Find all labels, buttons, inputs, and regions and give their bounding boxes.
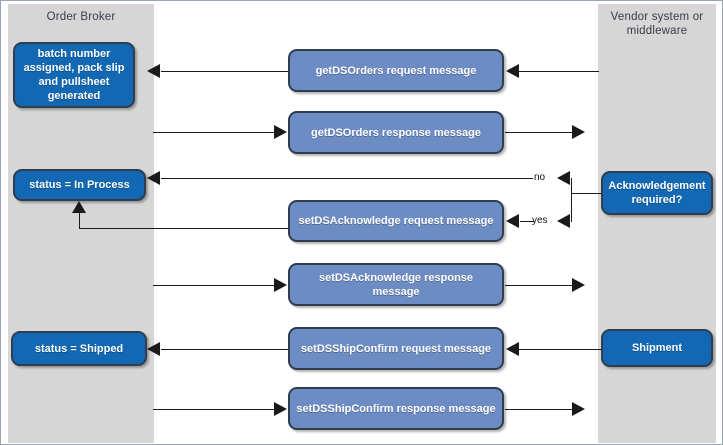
node-getdsorders-request: getDSOrders request message (288, 49, 504, 92)
connector-ack-to-status-vertical (79, 213, 80, 229)
node-acknowledgement-required: Acknowledgement required? (601, 171, 713, 215)
arrowhead-row5-into-broker (147, 342, 160, 356)
connector-row4-right (505, 285, 573, 286)
node-setdsshipconfirm-response: setDSShipConfirm response message (288, 387, 504, 430)
swimlane-vendor-system: Vendor system or middleware (598, 4, 716, 443)
connector-row5-left (161, 349, 288, 350)
arrowhead-ack-into-status (72, 201, 86, 213)
arrowhead-row4-into-message (274, 278, 287, 292)
connector-branch-yes (520, 221, 534, 222)
connector-row4-left (153, 285, 275, 286)
arrowhead-no-into-status (147, 171, 160, 185)
node-getdsorders-response: getDSOrders response message (288, 111, 504, 154)
connector-decision-spine (571, 178, 572, 222)
node-status-shipped: status = Shipped (11, 331, 147, 366)
connector-row6-right (505, 409, 573, 410)
arrowhead-row1-into-message (506, 64, 519, 78)
arrowhead-row5-into-message (506, 342, 519, 356)
connector-row1-left (161, 71, 288, 72)
node-setdsshipconfirm-request: setDSShipConfirm request message (288, 327, 504, 370)
connector-branch-no (161, 178, 533, 179)
arrowhead-row4-into-vendor (572, 278, 585, 292)
node-setdsacknowledge-request: setDSAcknowledge request message (288, 200, 504, 242)
connector-row6-left (153, 409, 275, 410)
arrowhead-row6-into-message (274, 402, 287, 416)
arrowhead-yes-into-message (506, 214, 519, 228)
edge-label-yes: yes (532, 215, 548, 226)
arrowhead-row6-into-vendor (572, 402, 585, 416)
connector-row1-right (519, 71, 599, 72)
connector-row5-right (519, 349, 601, 350)
arrowhead-branch-no (557, 171, 570, 185)
swimlane-title-vendor-system: Vendor system or middleware (610, 11, 704, 37)
node-batch-number: batch number assigned, pack slip and pul… (13, 42, 135, 108)
arrowhead-branch-yes (557, 214, 570, 228)
node-shipment: Shipment (601, 329, 713, 367)
swimlane-title-order-broker: Order Broker (46, 11, 116, 23)
arrowhead-row1-into-broker (147, 64, 160, 78)
arrowhead-row2-into-vendor (572, 125, 585, 139)
edge-label-no: no (534, 172, 546, 183)
connector-row2-left (153, 132, 275, 133)
connector-decision-stub (571, 193, 601, 194)
connector-ack-to-status (79, 228, 288, 229)
arrowhead-row2-into-message (274, 125, 287, 139)
connector-row2-right (505, 132, 573, 133)
node-setdsacknowledge-response: setDSAcknowledge response message (288, 263, 504, 306)
node-status-in-process: status = In Process (13, 169, 146, 201)
